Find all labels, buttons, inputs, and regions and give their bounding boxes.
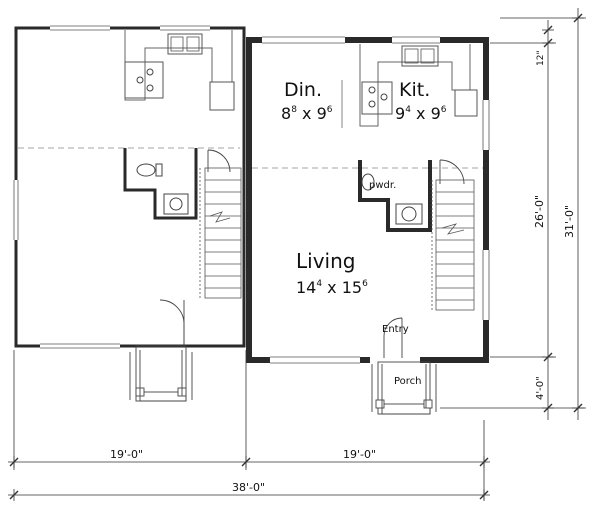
room-label-powder: pwdr.: [369, 180, 396, 191]
room-dim-dining: 88 x 96: [281, 104, 333, 123]
right-stairs: [431, 179, 475, 312]
right-powder-wall: [358, 160, 432, 232]
right-sink-icon: [401, 45, 439, 67]
dimension-lines: [8, 8, 586, 501]
left-range-icon: [124, 61, 164, 99]
dim-porch-depth: 4'-0": [535, 376, 546, 400]
left-porch: [129, 345, 193, 402]
room-label-entry: Entry: [382, 324, 409, 335]
room-dim-kitchen: 94 x 96: [395, 104, 447, 123]
room-labels: Din. 88 x 96 Kit. 94 x 96 pwdr. Living 1…: [281, 79, 447, 387]
right-lav-icon: [395, 203, 423, 225]
dim-main-depth: 26'-0": [533, 195, 546, 228]
dim-right-unit-width: 19'-0": [343, 448, 376, 461]
dim-left-unit-width: 19'-0": [110, 448, 143, 461]
left-unit: [13, 25, 246, 402]
room-label-living: Living: [296, 249, 355, 273]
left-toilet-icon: [136, 163, 156, 177]
left-stairs: [199, 167, 242, 300]
right-toilet-icon: [361, 173, 375, 191]
left-lav-icon: [163, 193, 189, 215]
left-fridge-icon: [209, 81, 235, 111]
left-sink-icon: [167, 33, 203, 55]
dim-top-segment: 12": [536, 50, 546, 66]
dim-total-width: 38'-0": [232, 481, 265, 494]
room-dim-living: 144 x 156: [296, 278, 368, 297]
right-porch: [371, 361, 437, 415]
room-label-dining: Din.: [284, 79, 322, 101]
dimension-labels: 19'-0" 19'-0" 38'-0" 12" 26'-0" 4'-0" 31…: [110, 50, 576, 494]
room-label-kitchen: Kit.: [399, 79, 430, 101]
right-fridge-icon: [454, 89, 478, 117]
left-kitchen-counter: [124, 30, 233, 101]
left-powder-wall: [123, 148, 198, 220]
right-unit: [246, 36, 490, 415]
room-label-porch: Porch: [394, 376, 422, 387]
right-range-icon: [361, 81, 393, 115]
dim-total-depth: 31'-0": [563, 205, 576, 238]
